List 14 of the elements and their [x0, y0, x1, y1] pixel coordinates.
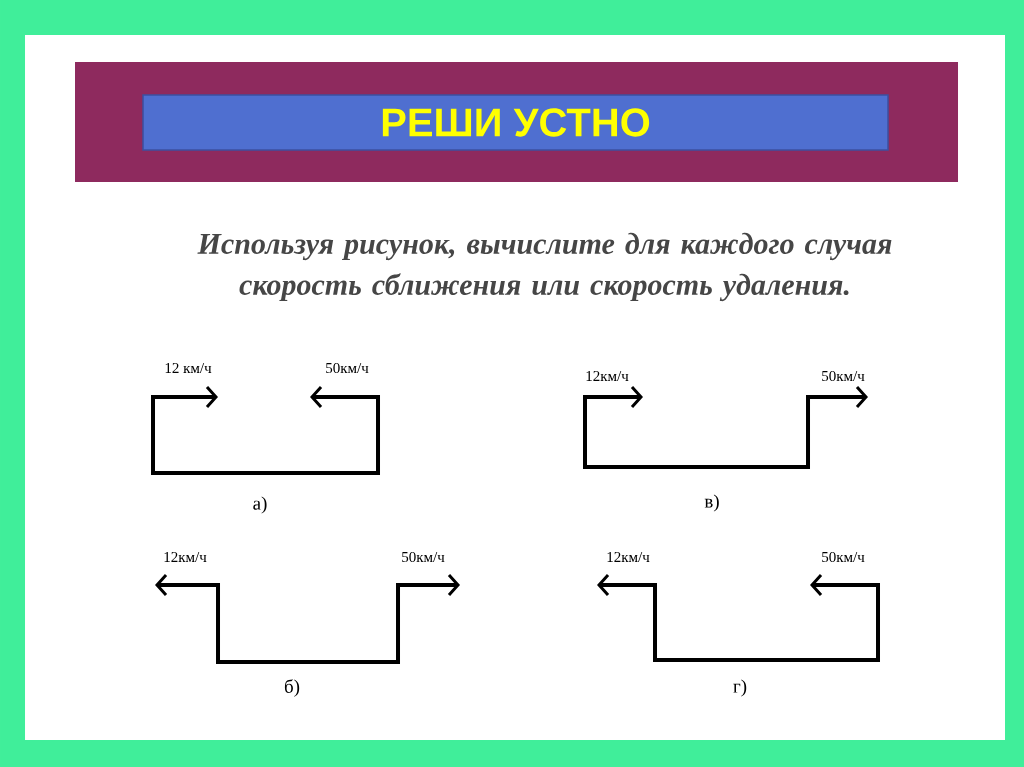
speed-label: 12км/ч	[586, 370, 629, 382]
speed-label: 12 км/ч	[165, 362, 212, 374]
speed-label: 50км/ч	[822, 551, 865, 563]
speed-label: 12км/ч	[607, 551, 650, 563]
title-banner: РЕШИ УСТНО	[142, 94, 889, 151]
case-label: г)	[733, 679, 747, 697]
case-label: а)	[253, 496, 267, 514]
speed-label: 50км/ч	[402, 551, 445, 563]
speed-label: 50км/ч	[326, 362, 369, 374]
speed-label: 12км/ч	[164, 551, 207, 563]
case-label: в)	[704, 494, 719, 512]
speed-label: 50км/ч	[822, 370, 865, 382]
case-label: б)	[284, 679, 300, 697]
instruction-text: Используя рисунок, вычислите для каждого случая скорость сближения или скорость удаления.	[197, 232, 892, 302]
